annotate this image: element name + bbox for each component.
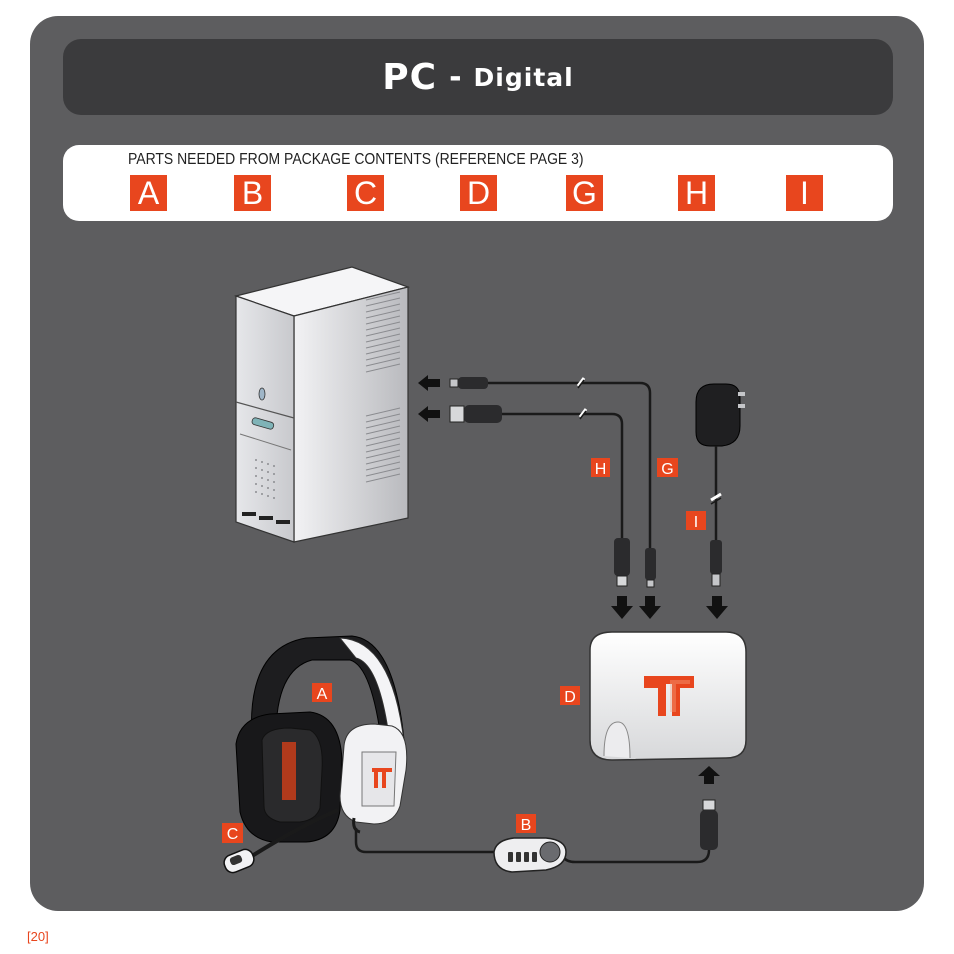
svg-text:G: G xyxy=(661,461,673,478)
svg-text:I: I xyxy=(694,514,698,531)
arrow-into-decoder-bottom xyxy=(698,766,720,784)
page-title: PC xyxy=(382,56,438,98)
svg-text:A: A xyxy=(317,686,328,703)
svg-text:H: H xyxy=(595,461,607,478)
svg-text:C: C xyxy=(227,826,239,843)
label-d: D xyxy=(560,686,580,706)
label-c: C xyxy=(222,823,243,843)
label-b: B xyxy=(516,814,536,834)
part-badge-g: G xyxy=(566,175,603,211)
title-bar: PC - Digital xyxy=(63,39,893,115)
arrow-into-pc-usb xyxy=(418,406,440,422)
tritton-logo xyxy=(644,676,694,716)
part-badge-c: C xyxy=(347,175,384,211)
label-g: G xyxy=(657,458,678,478)
part-badge-b: B xyxy=(234,175,271,211)
pc-tower xyxy=(233,266,411,543)
arrow-into-pc-optical xyxy=(418,375,440,391)
arrows-into-decoder xyxy=(611,596,728,619)
label-i: I xyxy=(686,511,706,531)
headset xyxy=(235,635,408,843)
inline-controller xyxy=(493,837,567,873)
usb-cable xyxy=(449,405,630,587)
label-h: H xyxy=(591,458,610,478)
parts-heading: PARTS NEEDED FROM PACKAGE CONTENTS (REFE… xyxy=(128,151,584,168)
optical-cable xyxy=(449,377,656,588)
svg-text:B: B xyxy=(521,817,532,834)
page-number: [20] xyxy=(27,929,49,944)
svg-text:D: D xyxy=(564,689,576,706)
part-badge-h: H xyxy=(678,175,715,211)
decoder-box xyxy=(589,631,747,761)
page-subtitle: Digital xyxy=(473,62,574,92)
part-badge-i: I xyxy=(786,175,823,211)
title-separator: - xyxy=(449,59,462,95)
microphone xyxy=(223,808,339,874)
label-a: A xyxy=(312,683,332,703)
power-adapter xyxy=(695,383,745,587)
part-badge-d: D xyxy=(460,175,497,211)
part-badge-a: A xyxy=(130,175,167,211)
parts-needed-box: PARTS NEEDED FROM PACKAGE CONTENTS (REFE… xyxy=(63,145,893,221)
